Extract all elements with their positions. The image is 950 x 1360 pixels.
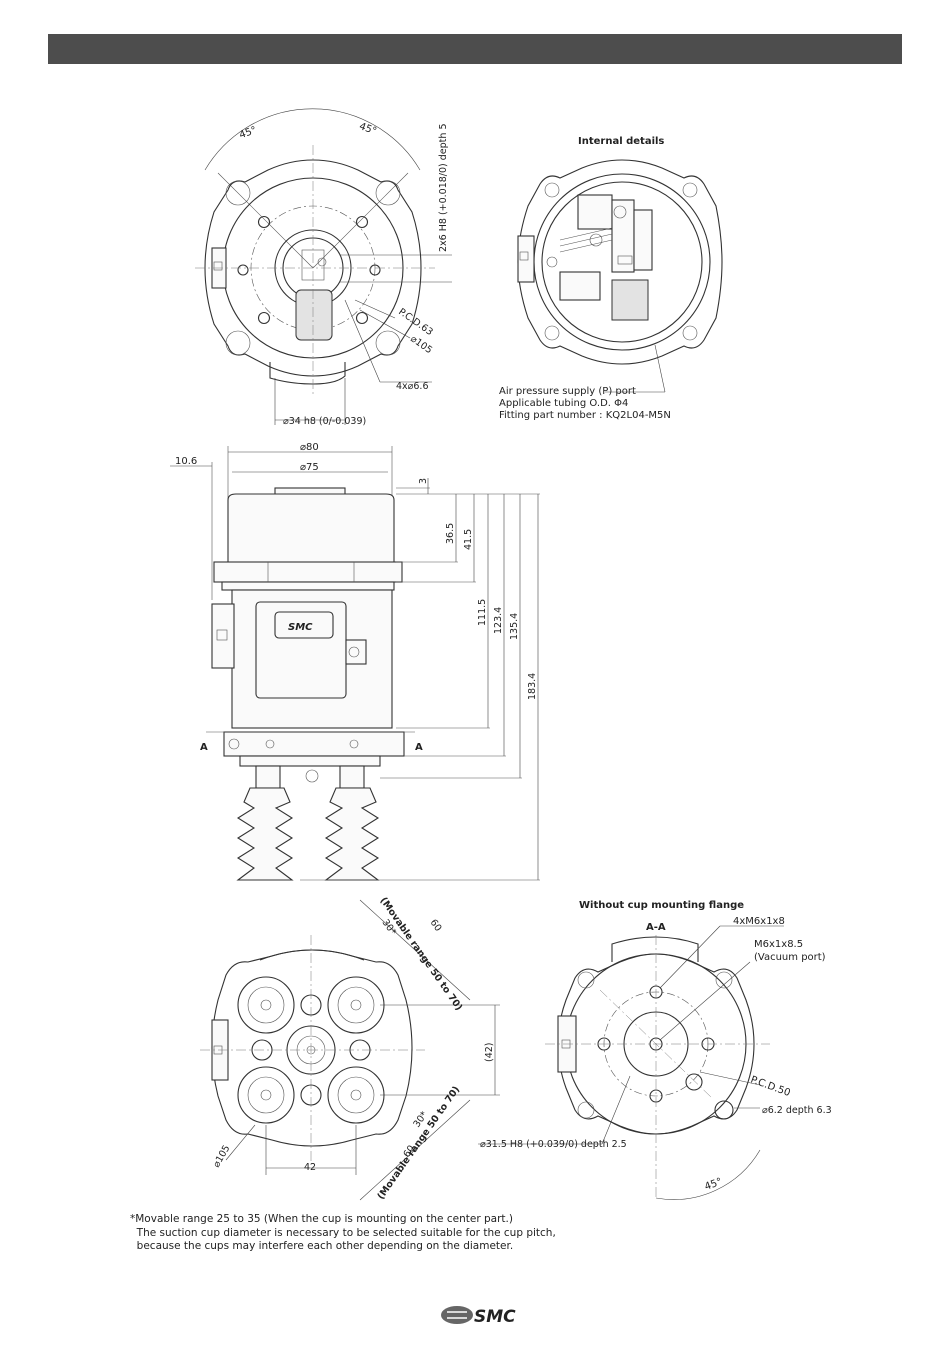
note-line-3: because the cups may interfere each othe…: [130, 1240, 514, 1252]
cup-top-left: [237, 976, 295, 1034]
tapped-label: 4xM6x1x8: [733, 916, 785, 927]
section-a-left: A: [200, 742, 208, 753]
h123-4-label: 123.4: [493, 607, 504, 634]
side-view: ⌀80 ⌀75 10.6 SMC A A: [170, 442, 540, 881]
h36-5-label: 36.5: [445, 523, 456, 544]
header-bar: [48, 34, 902, 64]
internal-details-view: Internal details Air pressure supply (P)…: [499, 136, 723, 421]
section-title: Without cup mounting flange: [579, 900, 744, 911]
vacuum-thread-label: M6x1x8.5: [754, 939, 803, 950]
pin-hole-label: 2x6 H8 (+0.018/0) depth 5: [438, 124, 449, 253]
section-a-right: A: [415, 742, 423, 753]
range-top-label: (Movable range 50 to 70): [378, 895, 465, 1012]
d60-top-label: 60: [428, 917, 444, 933]
internal-note-1: Air pressure supply (P) port: [499, 386, 636, 397]
range-bottom-label: (Movable range 50 to 70): [375, 1084, 462, 1201]
cup-bottom-left: [237, 1066, 295, 1124]
h111-5-label: 111.5: [477, 599, 488, 626]
h135-4-label: 135.4: [509, 613, 520, 640]
cup-top-right: [327, 976, 385, 1034]
bottom-view: (Movable range 50 to 70) 60 30* (Movable…: [200, 895, 500, 1202]
pcd-50-label: P.C.D.50: [749, 1074, 792, 1099]
note-line-2: The suction cup diameter is necessary to…: [130, 1226, 556, 1239]
angle-left-label: 45°: [238, 125, 258, 141]
pitch-h-label: 42: [304, 1162, 316, 1173]
notes: *Movable range 25 to 35 (When the cup is…: [130, 1213, 556, 1254]
h41-5-label: 41.5: [463, 529, 474, 550]
angle-right-label: 45°: [358, 121, 378, 137]
internal-note-2: Applicable tubing O.D. Φ4: [499, 398, 628, 409]
side-logo: SMC: [288, 622, 313, 633]
internal-note-3: Fitting part number : KQ2L04-M5N: [499, 410, 671, 421]
diameter-outer-label: ⌀105: [408, 333, 434, 356]
vacuum-port-label: (Vacuum port): [754, 952, 826, 963]
section-angle-label: 45°: [703, 1176, 723, 1192]
top-view: 45° 45° 2x6 H8 (+0.018/0) depth 5 P.C.D.…: [195, 108, 452, 427]
section-aa-label: A-A: [646, 922, 666, 933]
footer-logo-text: SMC: [474, 1307, 516, 1327]
internal-title: Internal details: [578, 136, 664, 147]
d80-label: ⌀80: [300, 442, 319, 453]
h183-4-label: 183.4: [527, 673, 538, 700]
d75-label: ⌀75: [300, 462, 319, 473]
pitch-v-label: (42): [484, 1042, 495, 1062]
section-view: Without cup mounting flange A-A 4xM6x1x8…: [478, 900, 832, 1200]
holes-label: 4x⌀6.6: [396, 381, 429, 392]
bellows-cup-right: [324, 787, 380, 881]
bellows-cup-left: [236, 787, 294, 881]
h3-label: 3: [418, 478, 429, 484]
boss-label: ⌀34 h8 (0/-0.039): [283, 416, 366, 427]
spigot-label: ⌀31.5 H8 (+0.039/0) depth 2.5: [480, 1139, 627, 1150]
pin-hole-label: ⌀6.2 depth 6.3: [762, 1105, 832, 1116]
footer-logo: SMC: [441, 1306, 516, 1327]
offset-label: 10.6: [175, 456, 197, 467]
note-line-1: *Movable range 25 to 35 (When the cup is…: [130, 1213, 513, 1225]
cup-bottom-right: [327, 1066, 385, 1124]
